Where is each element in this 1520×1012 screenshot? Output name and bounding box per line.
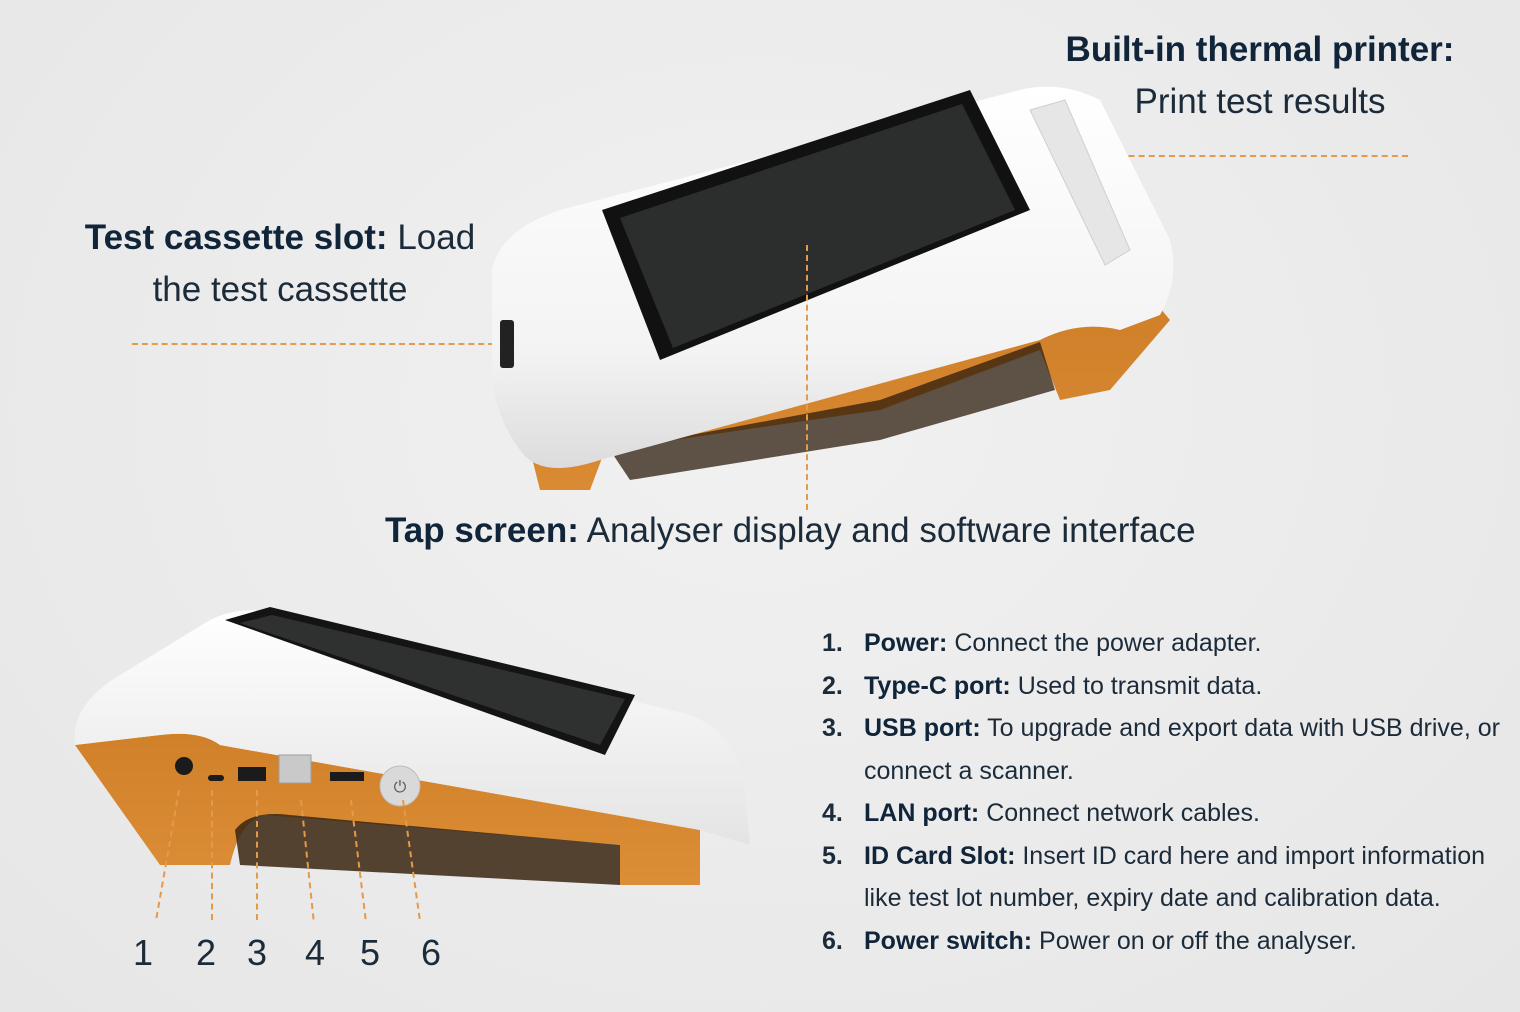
cassette-callout-title: Test cassette slot: [84, 218, 388, 257]
analyser-side-illustration: ⏻ [74, 607, 750, 885]
power-switch [379, 765, 421, 807]
lan-port [278, 754, 312, 784]
dc-power-port [175, 757, 193, 775]
ports-legend: 1. Power: Connect the power adapter. 2. … [822, 622, 1512, 962]
analyser-side-view: ⏻ [60, 595, 760, 895]
port-number-4: 4 [304, 932, 326, 973]
analyser-top-view [480, 80, 1200, 500]
port-number-2: 2 [195, 932, 217, 973]
id-card-slot [330, 772, 364, 781]
analyser-top-illustration [491, 86, 1174, 490]
port-3-leader [256, 790, 258, 920]
printer-callout: Built-in thermal printer: Print test res… [1000, 24, 1520, 128]
port-number-5: 5 [359, 932, 381, 973]
svg-text:⏻: ⏻ [394, 777, 407, 796]
screen-callout: Tap screen: Analyser display and softwar… [385, 505, 1345, 557]
screen-callout-desc: Analyser display and software interface [586, 511, 1196, 550]
port-number-3: 3 [246, 932, 268, 973]
cassette-callout-desc-2: the test cassette [152, 270, 408, 309]
legend-item-usb: 3. USB port: To upgrade and export data … [822, 714, 1500, 785]
usb-port [238, 767, 266, 781]
printer-callout-desc: Print test results [1134, 82, 1386, 121]
type-c-port [208, 775, 224, 781]
port-number-6: 6 [420, 932, 442, 973]
legend-item-power-switch: 6. Power switch: Power on or off the ana… [822, 926, 1357, 955]
legend-item-power: 1. Power: Connect the power adapter. [822, 629, 1262, 657]
cassette-leader-line [132, 343, 504, 345]
legend-item-lan: 4. LAN port: Connect network cables. [822, 799, 1260, 827]
screen-leader-line [806, 245, 808, 510]
cassette-callout: Test cassette slot: Load the test casset… [40, 212, 520, 316]
port-2-leader [211, 790, 213, 920]
cassette-callout-desc-1: Load [397, 218, 476, 257]
port-number-1: 1 [132, 932, 154, 973]
legend-item-type-c: 2. Type-C port: Used to transmit data. [822, 671, 1263, 700]
screen-callout-title: Tap screen: [385, 511, 579, 550]
printer-callout-title: Built-in thermal printer: [1065, 30, 1455, 69]
legend-item-id-card: 5. ID Card Slot: Insert ID card here and… [822, 841, 1486, 913]
printer-leader-line [1088, 155, 1408, 157]
